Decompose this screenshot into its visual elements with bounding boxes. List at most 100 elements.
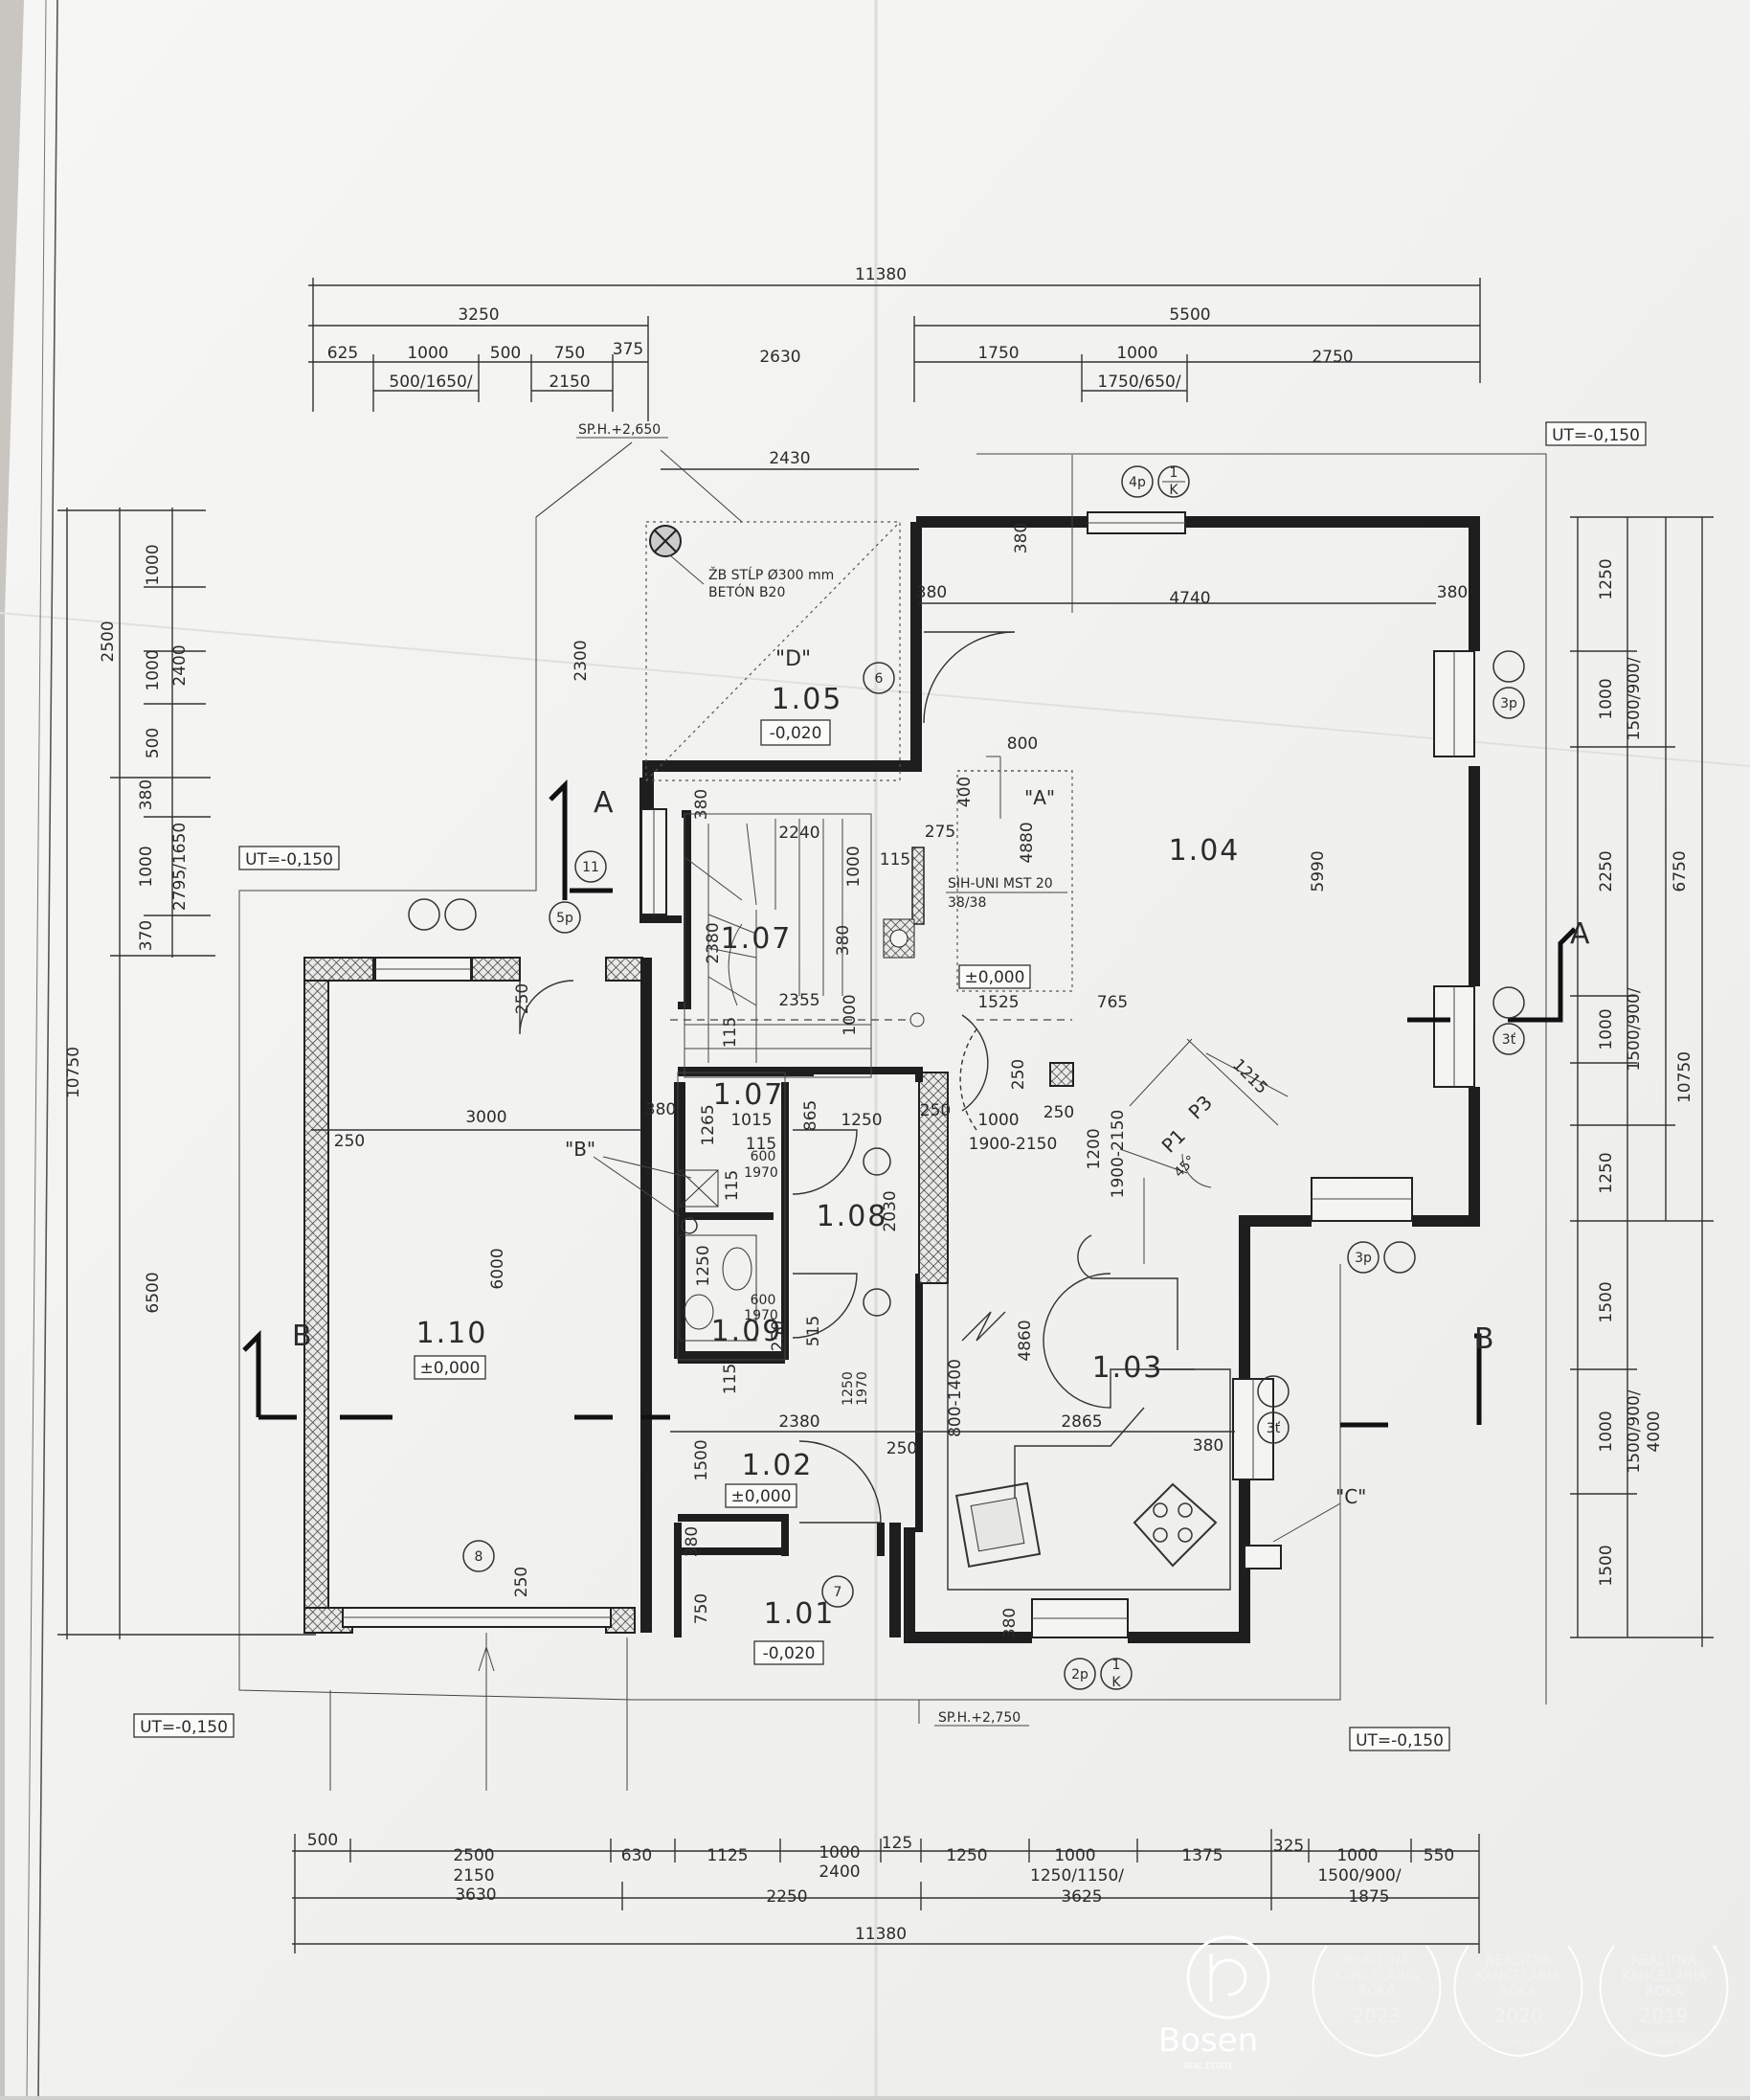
dim-inner: 380 bbox=[834, 925, 853, 956]
marker-label: 5p bbox=[556, 911, 573, 926]
dim-inner: 1265 bbox=[699, 1104, 718, 1145]
sph-label: SP.H.+2,750 bbox=[938, 1710, 1021, 1726]
marker-label: 3ť bbox=[1502, 1032, 1516, 1048]
dim-inner: 380 bbox=[645, 1100, 676, 1119]
dim-overall-top: 11380 bbox=[855, 265, 907, 284]
dim-right: 1500 bbox=[1597, 1545, 1616, 1586]
award-year: 2023 bbox=[1353, 2004, 1402, 2027]
dim-right: 2250 bbox=[1597, 850, 1616, 892]
dim-bottom: 1000 bbox=[819, 1843, 860, 1863]
brand-logo: Bosen bbox=[1158, 2021, 1258, 2060]
dim-inner: 250 bbox=[513, 983, 532, 1014]
dim-top: 375 bbox=[613, 340, 643, 359]
dim-inner: 250 bbox=[1043, 1103, 1074, 1122]
dim-inner: 800 bbox=[1007, 734, 1038, 754]
doors bbox=[519, 631, 1016, 1524]
chimney-note: 38/38 bbox=[948, 895, 986, 911]
dim-right: 10750 bbox=[1675, 1051, 1694, 1103]
dim-inner: 250 bbox=[334, 1132, 365, 1151]
dim-left: 10750 bbox=[64, 1047, 83, 1098]
dim-bottom: 2150 bbox=[453, 1866, 494, 1885]
dim-inner: 1970 bbox=[744, 1165, 778, 1181]
dim-inner: 1250 bbox=[841, 1371, 856, 1406]
dim-inner: 250 bbox=[769, 1321, 788, 1351]
dim-left: 500 bbox=[144, 728, 163, 758]
branding: Bosen REAL ESTATE bbox=[1158, 1935, 1270, 2070]
bottom-dimension-chain: 500 2500 630 1125 1000 125 1250 1000 137… bbox=[292, 1829, 1480, 1953]
dim-bottom: 3630 bbox=[455, 1885, 496, 1905]
dim-inner: 1000 bbox=[977, 1111, 1019, 1130]
dim-left: 2500 bbox=[99, 621, 118, 662]
section-a-label: A bbox=[594, 786, 614, 820]
section-b-label: B bbox=[292, 1320, 312, 1353]
room-number: 1.05 bbox=[772, 683, 843, 716]
dim-right: 1500/900/ bbox=[1625, 987, 1644, 1071]
marker-label: K bbox=[1111, 1675, 1121, 1690]
leaders bbox=[329, 455, 1341, 1791]
section-a-label: A bbox=[1570, 917, 1590, 951]
dim-inner: 2865 bbox=[1061, 1412, 1102, 1432]
dim-inner: 5990 bbox=[1309, 850, 1328, 892]
marker-label: 3p bbox=[1355, 1251, 1372, 1266]
dim-inner: 1525 bbox=[977, 993, 1019, 1012]
window-door-markers: 4p 1 K 3p 3ť 3p 3ť 2p 1 K 5p 11 6 7 8 bbox=[408, 465, 1525, 1690]
detail-b-label: "B" bbox=[565, 1138, 595, 1161]
marker-label: 6 bbox=[875, 671, 884, 687]
dim-bottom: 3625 bbox=[1061, 1887, 1102, 1907]
dim-top: 750 bbox=[554, 344, 585, 363]
dim-inner: 865 bbox=[801, 1100, 820, 1131]
dim-inner: 4880 bbox=[1018, 822, 1037, 863]
room-number: 1.03 bbox=[1092, 1351, 1164, 1385]
dim-inner: 4860 bbox=[1016, 1320, 1035, 1361]
dim-right: 1500/900/ bbox=[1625, 1389, 1644, 1473]
dim-inner: 250 bbox=[920, 1101, 951, 1120]
dim-inner: 1200 bbox=[1085, 1128, 1104, 1169]
windows bbox=[342, 511, 1475, 1638]
notes: ŽB STĹP Ø300 mm BETÓN B20 SIH-UNI MST 20… bbox=[669, 554, 1067, 911]
dim-inner: 400 bbox=[955, 777, 975, 807]
dim-inner: 1000 bbox=[844, 846, 864, 887]
dim-top: 3250 bbox=[458, 305, 499, 325]
dim-inner: 275 bbox=[925, 823, 955, 842]
dim-top: 1000 bbox=[1116, 344, 1157, 363]
dim-inner: 2355 bbox=[778, 991, 819, 1010]
award-year: 2019 bbox=[1640, 2004, 1689, 2027]
dim-bottom: 630 bbox=[621, 1846, 652, 1865]
dim-inner: 2380 bbox=[778, 1412, 819, 1432]
dim-top: 500/1650/ bbox=[389, 373, 472, 392]
dim-bottom: 1500/900/ bbox=[1317, 1866, 1401, 1885]
dim-right: 1000 bbox=[1597, 1411, 1616, 1452]
marker-label: 3ť bbox=[1267, 1421, 1281, 1436]
dim-inner: 1970 bbox=[855, 1371, 870, 1406]
dim-inner: 115 bbox=[746, 1135, 776, 1154]
detail-a-label: "A" bbox=[1024, 786, 1055, 809]
award-sub: BRATISLAVSKÝ KRAJ bbox=[1335, 2038, 1420, 2049]
marker-label: 1 bbox=[1112, 1658, 1121, 1673]
dim-right: 1250 bbox=[1597, 558, 1616, 599]
award-sub: ABSOLÚTNY VÍŤAZ bbox=[1625, 2038, 1704, 2049]
dim-inner: 600 bbox=[751, 1293, 776, 1308]
dim-left: 1000 bbox=[137, 846, 156, 887]
room-level: ±0,000 bbox=[965, 968, 1025, 987]
dim-inner: 1900-2150 bbox=[969, 1135, 1058, 1154]
detail-d-label: "D" bbox=[775, 647, 811, 671]
dim-inner: 2240 bbox=[778, 824, 819, 843]
dim-right: 6750 bbox=[1671, 850, 1690, 892]
section-b-label: B bbox=[1474, 1322, 1494, 1356]
marker-label: 4p bbox=[1129, 475, 1146, 490]
brand-subtitle: REAL ESTATE bbox=[1183, 2062, 1233, 2070]
award-sub: ABSOLÚTNY VÍŤAZ bbox=[1479, 2038, 1559, 2049]
dim-left: 370 bbox=[137, 920, 156, 951]
chimney-note: SIH-UNI MST 20 bbox=[948, 876, 1053, 892]
room-level: -0,020 bbox=[763, 1644, 816, 1663]
section-lines bbox=[242, 779, 1577, 1428]
ut-label: UT=-0,150 bbox=[1356, 1731, 1444, 1750]
dim-bottom: 1125 bbox=[707, 1846, 748, 1865]
dim-top: 625 bbox=[327, 344, 358, 363]
dim-inner: 380 bbox=[1437, 583, 1468, 602]
marker-label: 1 bbox=[1170, 465, 1178, 481]
dim-inner: 1250 bbox=[694, 1245, 713, 1286]
dim-left: 6500 bbox=[144, 1272, 163, 1313]
